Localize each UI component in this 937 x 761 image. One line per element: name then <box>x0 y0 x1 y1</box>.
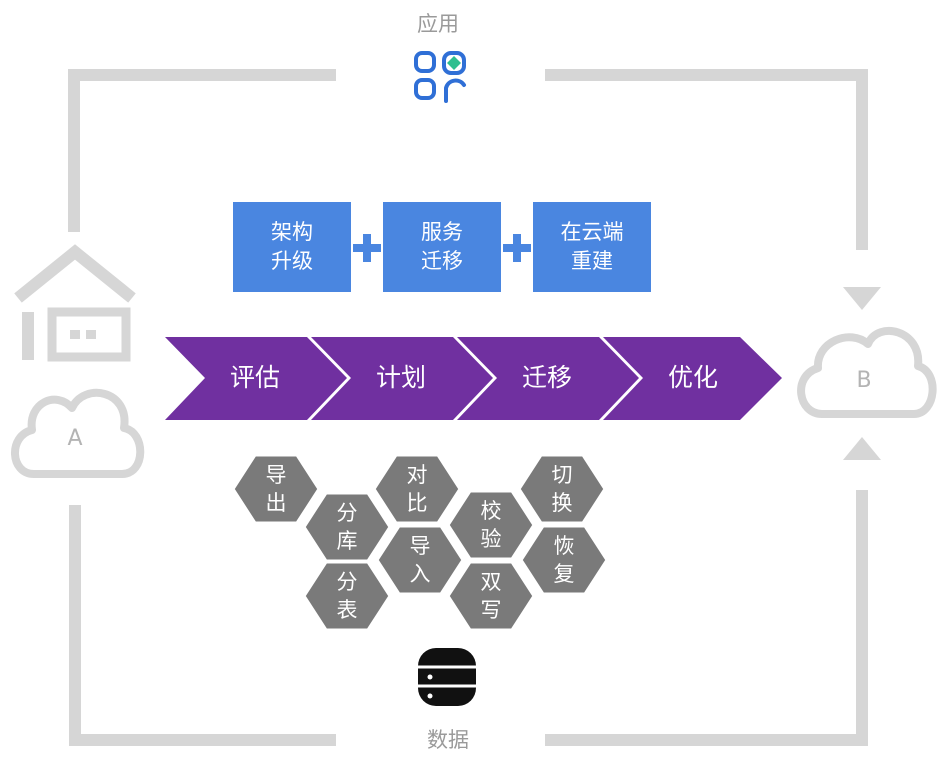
database-light <box>427 693 433 699</box>
database-body <box>418 648 476 706</box>
step-chevron-assess <box>165 337 347 420</box>
house-window <box>47 307 131 362</box>
hex-label-dual-write: 双 写 <box>480 570 502 622</box>
app-grid-cell-4 <box>444 78 466 103</box>
cloud-a-label: A <box>67 426 83 451</box>
blue-box-service-migration: 服务 迁移 <box>383 202 501 292</box>
database-light <box>427 674 433 680</box>
step-label-migrate: 迁移 <box>521 363 572 392</box>
hex-label-sharding-db: 分 库 <box>336 501 358 553</box>
hex-label-recover: 恢 复 <box>553 534 575 586</box>
step-label-plan: 计划 <box>375 363 426 392</box>
data-label: 数据 <box>427 728 469 752</box>
hex-import <box>375 524 465 596</box>
step-label-optimize: 优化 <box>667 363 718 392</box>
step-chevron-plan <box>311 337 493 420</box>
cloud-a-icon <box>11 388 145 478</box>
app-grid-diamond <box>447 56 461 70</box>
frame-line-top-right <box>545 69 868 250</box>
frame-line-top-left <box>68 69 336 232</box>
hex-label-sharding-table: 分 表 <box>336 570 358 622</box>
app-label: 应用 <box>417 12 459 36</box>
plus-icon <box>353 234 381 262</box>
house-roof <box>14 244 136 303</box>
hex-label-export: 导 出 <box>265 463 287 515</box>
hex-recover <box>519 524 609 596</box>
cloud-b-icon <box>797 326 937 418</box>
app-grid-icon <box>414 51 466 103</box>
hex-label-compare: 对 比 <box>406 463 428 515</box>
step-label-assess: 评估 <box>229 363 280 392</box>
hex-dual-write <box>446 560 536 632</box>
hex-sharding-table <box>302 560 392 632</box>
arrow-down-icon <box>843 287 881 310</box>
frame-line-bottom-left <box>69 505 336 746</box>
house-window-pane <box>70 330 80 339</box>
blue-box-architecture-upgrade: 架构 升级 <box>233 202 351 292</box>
hex-compare <box>372 453 462 525</box>
blue-box-cloud-rebuild: 在云端 重建 <box>533 202 651 292</box>
cloud-b-label: B <box>856 368 872 393</box>
step-chevron-optimize <box>603 337 782 420</box>
plus-icon <box>503 234 531 262</box>
hex-label-verify: 校 验 <box>480 499 502 551</box>
hex-verify <box>446 489 536 561</box>
house-icon <box>14 244 136 362</box>
app-grid-cell-1 <box>414 51 436 73</box>
arrow-up-icon <box>843 437 881 460</box>
hex-label-import: 导 入 <box>409 534 431 586</box>
hex-label-switch: 切 换 <box>551 463 573 515</box>
step-chevron-migrate <box>457 337 639 420</box>
house-pillar <box>22 312 34 360</box>
app-grid-cell-3 <box>414 78 436 100</box>
hex-export <box>231 453 321 525</box>
database-icon <box>418 648 476 706</box>
app-grid-cell-2 <box>442 51 466 75</box>
house-window-pane <box>86 330 96 339</box>
hex-switch <box>517 453 607 525</box>
frame-line-bottom-right <box>545 490 868 746</box>
